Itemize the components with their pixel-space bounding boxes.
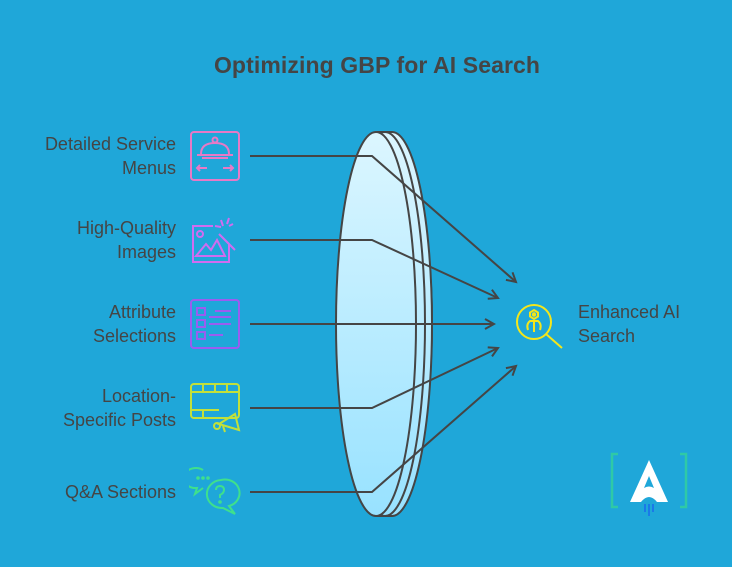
output-label-enhanced-ai-search: Enhanced AI Search: [578, 300, 680, 348]
image-sparkle-icon: [192, 217, 236, 263]
label-line: Location-: [101, 386, 176, 406]
label-line: Search: [578, 326, 636, 346]
input-label-service-menus: Detailed Service Menus: [6, 132, 176, 180]
label-line: Enhanced AI: [578, 302, 681, 322]
brand-logo-icon: [610, 452, 688, 516]
connector-qa: [250, 366, 516, 493]
label-line: High-Quality: [76, 218, 176, 238]
label-line: Attribute: [108, 302, 176, 322]
label-line: Q&A Sections: [64, 482, 176, 502]
label-line: Menus: [121, 158, 176, 178]
chat-question-icon: [189, 467, 241, 515]
input-label-images: High-Quality Images: [6, 216, 176, 264]
label-line: Selections: [92, 326, 176, 346]
diagram-title: Optimizing GBP for AI Search: [213, 52, 541, 78]
connector-posts: [250, 348, 498, 409]
label-line: Images: [116, 242, 176, 262]
connector-service-menus: [250, 155, 516, 282]
ai-search-magnifier-icon: [516, 304, 563, 349]
label-line: Specific Posts: [62, 410, 176, 430]
checklist-icon: [190, 299, 240, 349]
service-menu-cloche-icon: [190, 131, 240, 181]
connector-images: [250, 239, 498, 298]
input-label-attributes: Attribute Selections: [6, 300, 176, 348]
input-label-qa: Q&A Sections: [6, 480, 176, 504]
film-megaphone-icon: [190, 383, 241, 433]
label-line: Detailed Service: [44, 134, 176, 154]
input-label-posts: Location- Specific Posts: [6, 384, 176, 432]
